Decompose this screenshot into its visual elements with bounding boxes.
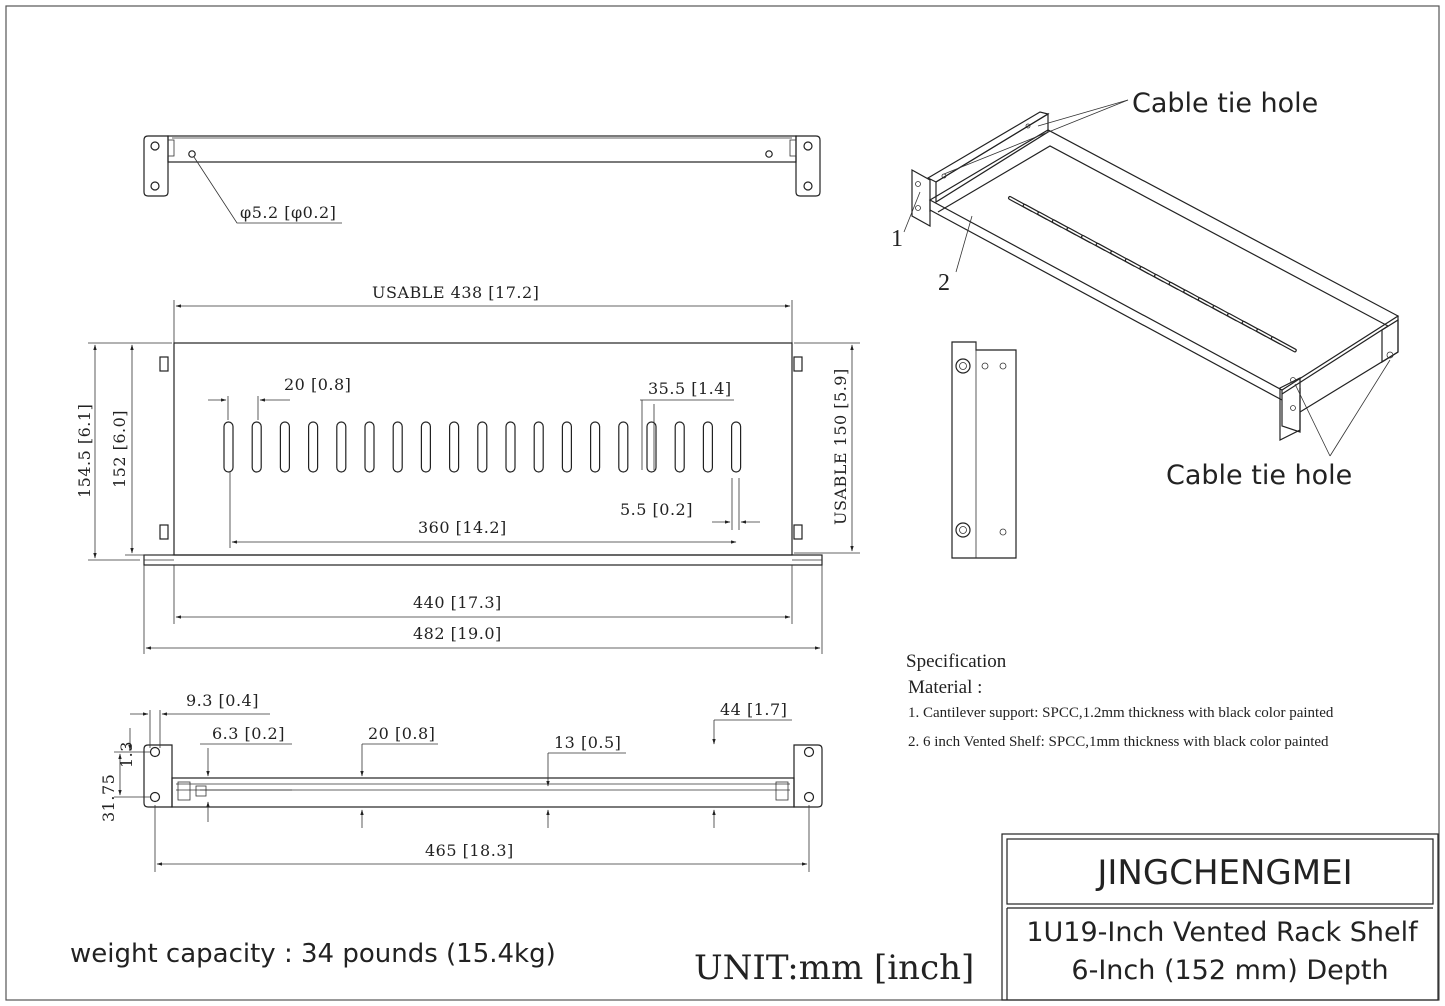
front-view: USABLE 438 [17.2] 20 [0.8] 35.5 [1.4] 5.… <box>75 283 860 654</box>
slot-width-label: 20 [0.8] <box>284 375 351 394</box>
slot-span-label: 360 [14.2] <box>418 518 507 537</box>
cable-tie-hole-bottom: Cable tie hole <box>1166 460 1352 491</box>
vent-slot <box>420 421 431 473</box>
vent-slot <box>702 421 714 473</box>
vent-slot <box>533 421 544 473</box>
vent-slot <box>364 421 375 473</box>
vent-slot <box>618 421 629 473</box>
weight-capacity: weight capacity : 34 pounds (15.4kg) <box>70 939 556 969</box>
vent-slot <box>561 421 573 473</box>
body-height-label: 152 [6.0] <box>110 410 129 488</box>
overall-width-label: 482 [19.0] <box>413 624 502 643</box>
slot-gap-label: 5.5 [0.2] <box>620 500 693 519</box>
ear-height-label: 1.3 <box>117 741 136 768</box>
iso-vent-slot-inner <box>1272 337 1296 352</box>
vent-slot <box>589 421 601 473</box>
hole-diameter-label: φ5.2 [φ0.2] <box>240 203 336 222</box>
isometric-view: Cable tie hole Cable tie hole 1 2 <box>891 88 1400 491</box>
vent-slot <box>477 421 488 473</box>
body-width-label: 440 [17.3] <box>413 593 502 612</box>
vent-slot <box>336 421 347 473</box>
vent-slot <box>646 421 657 473</box>
vent-slot <box>308 421 319 473</box>
vent-slot <box>505 421 516 473</box>
spec-item-2: 2. 6 inch Vented Shelf: SPCC,1mm thickne… <box>908 734 1329 750</box>
top-view: φ5.2 [φ0.2] <box>143 135 821 224</box>
vent-slot <box>279 421 290 473</box>
slot-pitch-label: 35.5 [1.4] <box>648 379 732 398</box>
unit-label: UNIT:mm [inch] <box>694 948 974 988</box>
spec-item-1: 1. Cantilever support: SPCC,1.2mm thickn… <box>908 705 1334 721</box>
usable-depth-label: USABLE 150 [5.9] <box>831 368 850 525</box>
title-block: JINGCHENGMEI 1U19-Inch Vented Rack Shelf… <box>1001 833 1439 1001</box>
cable-tie-hole-top: Cable tie hole <box>1132 88 1318 119</box>
vent-slot <box>674 421 685 473</box>
mount-span-label: 465 [18.3] <box>425 841 514 860</box>
part-number-1: 1 <box>891 226 903 252</box>
spec-material-label: Material : <box>908 677 982 698</box>
dim-13-label: 13 [0.5] <box>554 733 621 752</box>
vent-slot <box>251 421 262 473</box>
side-view: 9.3 [0.4] 6.3 [0.2] 20 [0.8] 13 [0.5] 44… <box>99 691 823 872</box>
part-number-2: 2 <box>938 270 950 296</box>
vent-slot <box>223 421 234 473</box>
vent-slot <box>449 421 460 473</box>
iso-vent-slots <box>1008 196 1297 353</box>
brand-name: JINGCHENGMEI <box>1095 853 1352 893</box>
product-title-line2: 6-Inch (152 mm) Depth <box>1071 955 1388 986</box>
overall-height-label: 154.5 [6.1] <box>75 404 94 498</box>
vent-slots <box>223 421 742 473</box>
dim-44-label: 44 [1.7] <box>720 700 787 719</box>
dim-20-label: 20 [0.8] <box>368 724 435 743</box>
specification-block: Specification Material : 1. Cantilever s… <box>906 651 1334 750</box>
usable-width-label: USABLE 438 [17.2] <box>372 283 539 302</box>
ear-hole-label: 6.3 [0.2] <box>212 724 285 743</box>
sheet-border <box>5 5 1440 1001</box>
vent-slot <box>392 421 403 473</box>
ear-hole-spacing-label: 31.75 <box>99 774 118 822</box>
spec-heading: Specification <box>906 651 1007 672</box>
bracket-side-view <box>951 341 1017 559</box>
vent-slot <box>730 421 742 473</box>
product-title-line1: 1U19-Inch Vented Rack Shelf <box>1026 917 1419 948</box>
ear-offset-label: 9.3 [0.4] <box>186 691 259 710</box>
